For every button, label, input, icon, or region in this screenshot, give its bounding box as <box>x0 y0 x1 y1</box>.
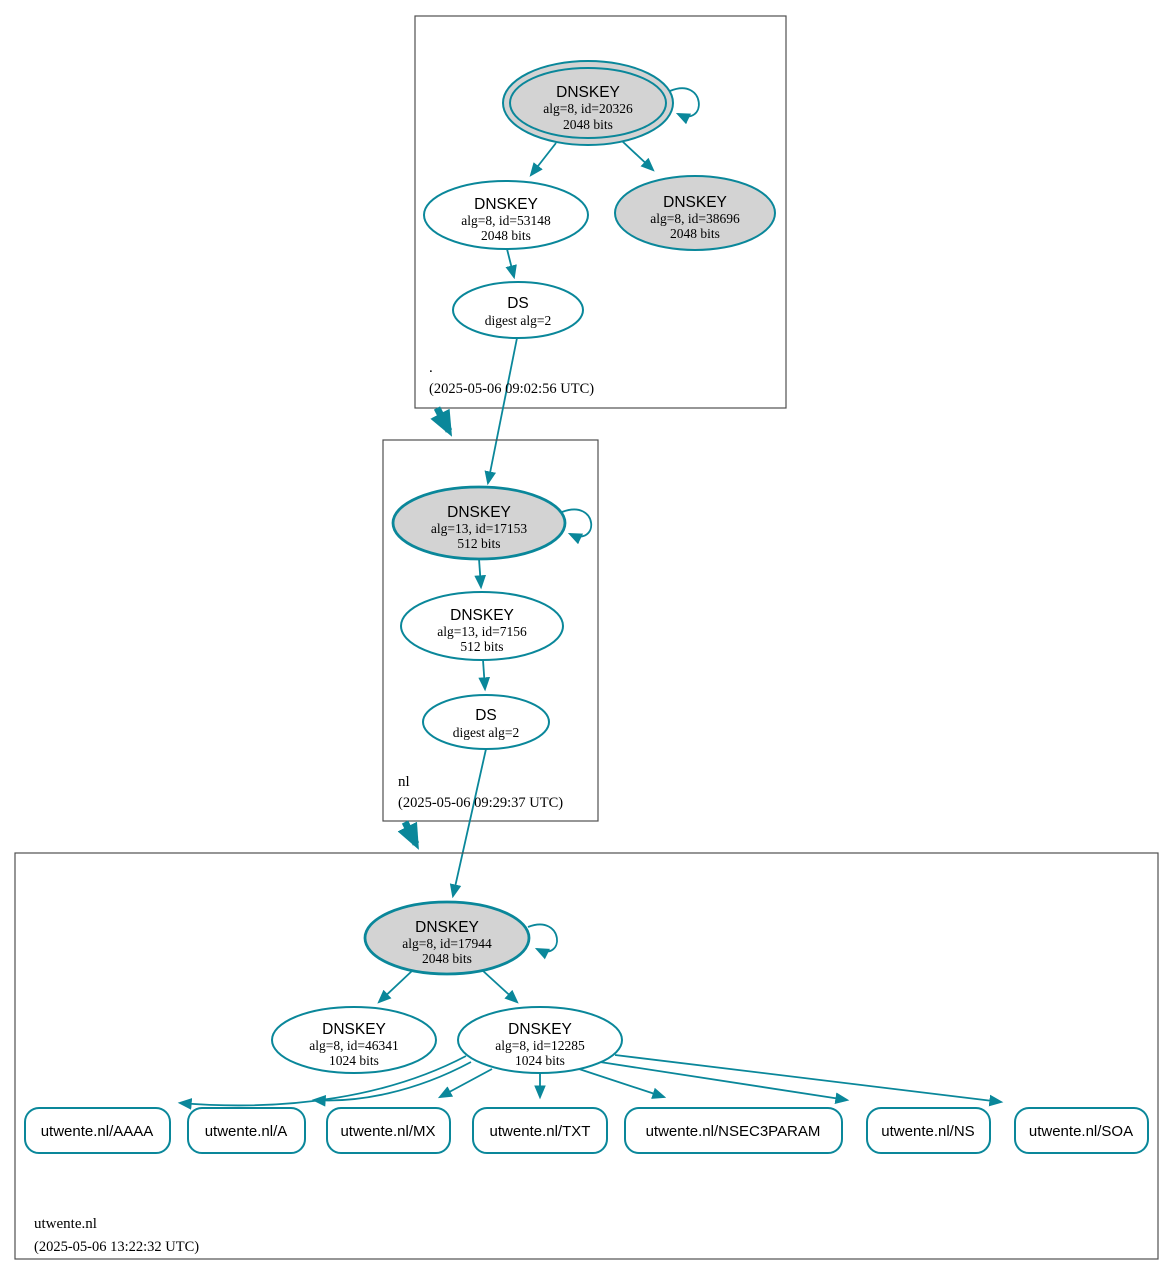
node-title: DNSKEY <box>322 1021 386 1038</box>
node-title: DNSKEY <box>447 504 511 521</box>
node-root-dnskey-38696[interactable]: DNSKEY alg=8, id=38696 2048 bits <box>614 175 776 251</box>
edge-nl-ksk-to-zsk <box>474 558 486 590</box>
node-detail: digest alg=2 <box>485 313 551 328</box>
rrset-label: utwente.nl/TXT <box>490 1123 591 1140</box>
rrset-label: utwente.nl/NS <box>881 1123 974 1140</box>
node-rrset-ns[interactable]: utwente.nl/NS <box>866 1107 991 1154</box>
node-nl-ds[interactable]: DS digest alg=2 <box>422 694 550 750</box>
zone-label-utwente: utwente.nl <box>34 1216 97 1232</box>
node-title: DS <box>507 295 529 312</box>
zone-timestamp-utwente: (2025-05-06 13:22:32 UTC) <box>34 1239 199 1255</box>
node-detail: 512 bits <box>457 536 500 551</box>
node-detail: alg=8, id=12285 <box>495 1038 585 1053</box>
node-title: DNSKEY <box>450 607 514 624</box>
node-detail: 2048 bits <box>422 951 472 966</box>
node-detail: 2048 bits <box>481 228 531 243</box>
node-detail: 1024 bits <box>515 1053 565 1068</box>
node-rrset-mx[interactable]: utwente.nl/MX <box>326 1107 451 1154</box>
node-detail: digest alg=2 <box>453 725 519 740</box>
rrset-label: utwente.nl/AAAA <box>41 1123 154 1140</box>
zone-box-root <box>414 15 787 409</box>
edge-nl-zsk-to-ds <box>478 659 491 692</box>
node-rrset-soa[interactable]: utwente.nl/SOA <box>1014 1107 1149 1154</box>
edge-root-ksk-to-zsk <box>529 142 557 177</box>
edge-root-ds-to-nl-ksk <box>484 337 518 486</box>
node-root-dnskey-20326[interactable]: DNSKEY alg=8, id=20326 2048 bits <box>502 60 674 146</box>
edge-utwente-ksk-to-zsk2 <box>481 969 519 1004</box>
edge-root-zsk-to-ds <box>505 248 517 280</box>
node-detail: 2048 bits <box>563 117 613 132</box>
zone-box-nl <box>382 439 599 822</box>
node-detail: 1024 bits <box>329 1053 379 1068</box>
node-rrset-aaaa[interactable]: utwente.nl/AAAA <box>24 1107 171 1154</box>
node-title: DNSKEY <box>508 1021 572 1038</box>
rrset-label: utwente.nl/NSEC3PARAM <box>646 1123 821 1140</box>
zone-label-root: . <box>429 360 433 376</box>
edge-utwente-zsk2-to-soa <box>614 1054 1004 1107</box>
node-rrset-a[interactable]: utwente.nl/A <box>187 1107 306 1154</box>
edge-nl-to-utwente-delegation <box>397 820 420 850</box>
edge-utwente-zsk2-to-aaaa <box>177 1055 467 1110</box>
zone-label-nl: nl <box>398 774 410 790</box>
edge-utwente-zsk2-to-mx <box>437 1068 493 1099</box>
node-detail: alg=8, id=38696 <box>650 211 740 226</box>
edge-utwente-zsk2-to-ns <box>599 1061 850 1104</box>
node-detail: alg=8, id=53148 <box>461 213 551 228</box>
node-rrset-txt[interactable]: utwente.nl/TXT <box>472 1107 608 1154</box>
node-title: DNSKEY <box>474 196 538 213</box>
node-detail: 2048 bits <box>670 226 720 241</box>
node-rrset-nsec3param[interactable]: utwente.nl/NSEC3PARAM <box>624 1107 843 1154</box>
node-root-dnskey-53148[interactable]: DNSKEY alg=8, id=53148 2048 bits <box>423 180 589 250</box>
rrset-label: utwente.nl/A <box>205 1123 288 1140</box>
zone-timestamp-root: (2025-05-06 09:02:56 UTC) <box>429 381 594 397</box>
node-title: DNSKEY <box>415 919 479 936</box>
node-utwente-dnskey-46341[interactable]: DNSKEY alg=8, id=46341 1024 bits <box>271 1006 437 1074</box>
node-detail: 512 bits <box>460 639 503 654</box>
edge-root-ksk-selfloop <box>669 87 700 125</box>
edge-root-ksk-to-standby <box>621 140 655 172</box>
edge-utwente-zsk2-to-nsec3param <box>575 1067 667 1099</box>
edge-utwente-ksk-selfloop <box>527 923 558 960</box>
node-utwente-dnskey-12285[interactable]: DNSKEY alg=8, id=12285 1024 bits <box>457 1006 623 1074</box>
node-detail: alg=8, id=20326 <box>543 101 633 116</box>
node-title: DNSKEY <box>663 194 727 211</box>
edge-root-to-nl-delegation <box>430 406 453 437</box>
edge-utwente-zsk2-to-a <box>311 1061 472 1107</box>
node-root-ds[interactable]: DS digest alg=2 <box>452 281 584 339</box>
node-nl-dnskey-7156[interactable]: DNSKEY alg=13, id=7156 512 bits <box>400 591 564 661</box>
node-detail: alg=8, id=17944 <box>402 936 492 951</box>
node-utwente-dnskey-17944[interactable]: DNSKEY alg=8, id=17944 2048 bits <box>363 900 531 976</box>
rrset-label: utwente.nl/SOA <box>1029 1123 1133 1140</box>
node-detail: alg=13, id=7156 <box>437 624 527 639</box>
rrset-label: utwente.nl/MX <box>340 1123 435 1140</box>
node-title: DS <box>475 707 497 724</box>
edge-nl-ksk-selfloop <box>561 508 593 545</box>
zone-timestamp-nl: (2025-05-06 09:29:37 UTC) <box>398 795 563 811</box>
node-detail: alg=8, id=46341 <box>309 1038 398 1053</box>
node-title: DNSKEY <box>556 84 620 101</box>
edge-nl-ds-to-utwente-ksk <box>449 748 487 899</box>
edge-utwente-ksk-to-zsk1 <box>377 969 414 1004</box>
node-detail: alg=13, id=17153 <box>431 521 527 536</box>
zone-box-utwente <box>14 852 1159 1260</box>
node-nl-dnskey-17153[interactable]: DNSKEY alg=13, id=17153 512 bits <box>391 485 567 561</box>
